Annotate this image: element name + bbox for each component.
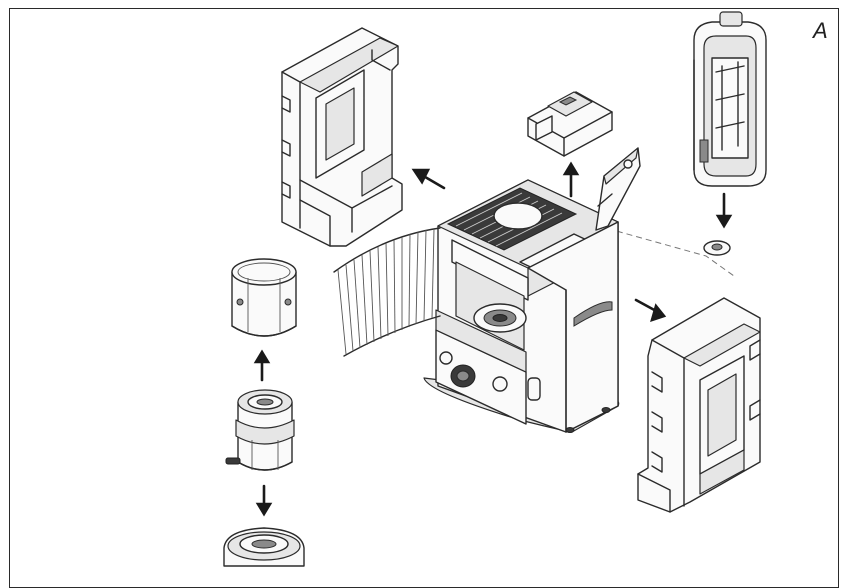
control-module	[527, 91, 613, 157]
left-side-panel	[281, 27, 403, 247]
arrowhead-chimney	[253, 349, 271, 364]
arrowhead-fuel-tank	[715, 214, 733, 229]
arrowhead-left-panel	[411, 168, 431, 185]
arrowhead-control-module	[562, 161, 580, 176]
tank-cap	[703, 240, 731, 256]
exploded-view-diagram	[223, 11, 767, 567]
heater-lid	[595, 147, 641, 231]
combustion-chimney	[231, 258, 297, 337]
fuel-tank	[693, 11, 767, 187]
wick-burner-assembly	[225, 389, 295, 471]
arrowhead-right-panel	[650, 303, 667, 323]
front-grille	[333, 227, 441, 357]
heater-body	[423, 179, 620, 433]
panel-label: A	[813, 18, 828, 43]
arrowhead-burner	[255, 502, 273, 517]
right-side-panel	[637, 297, 761, 513]
burner-base-ring	[223, 527, 305, 567]
